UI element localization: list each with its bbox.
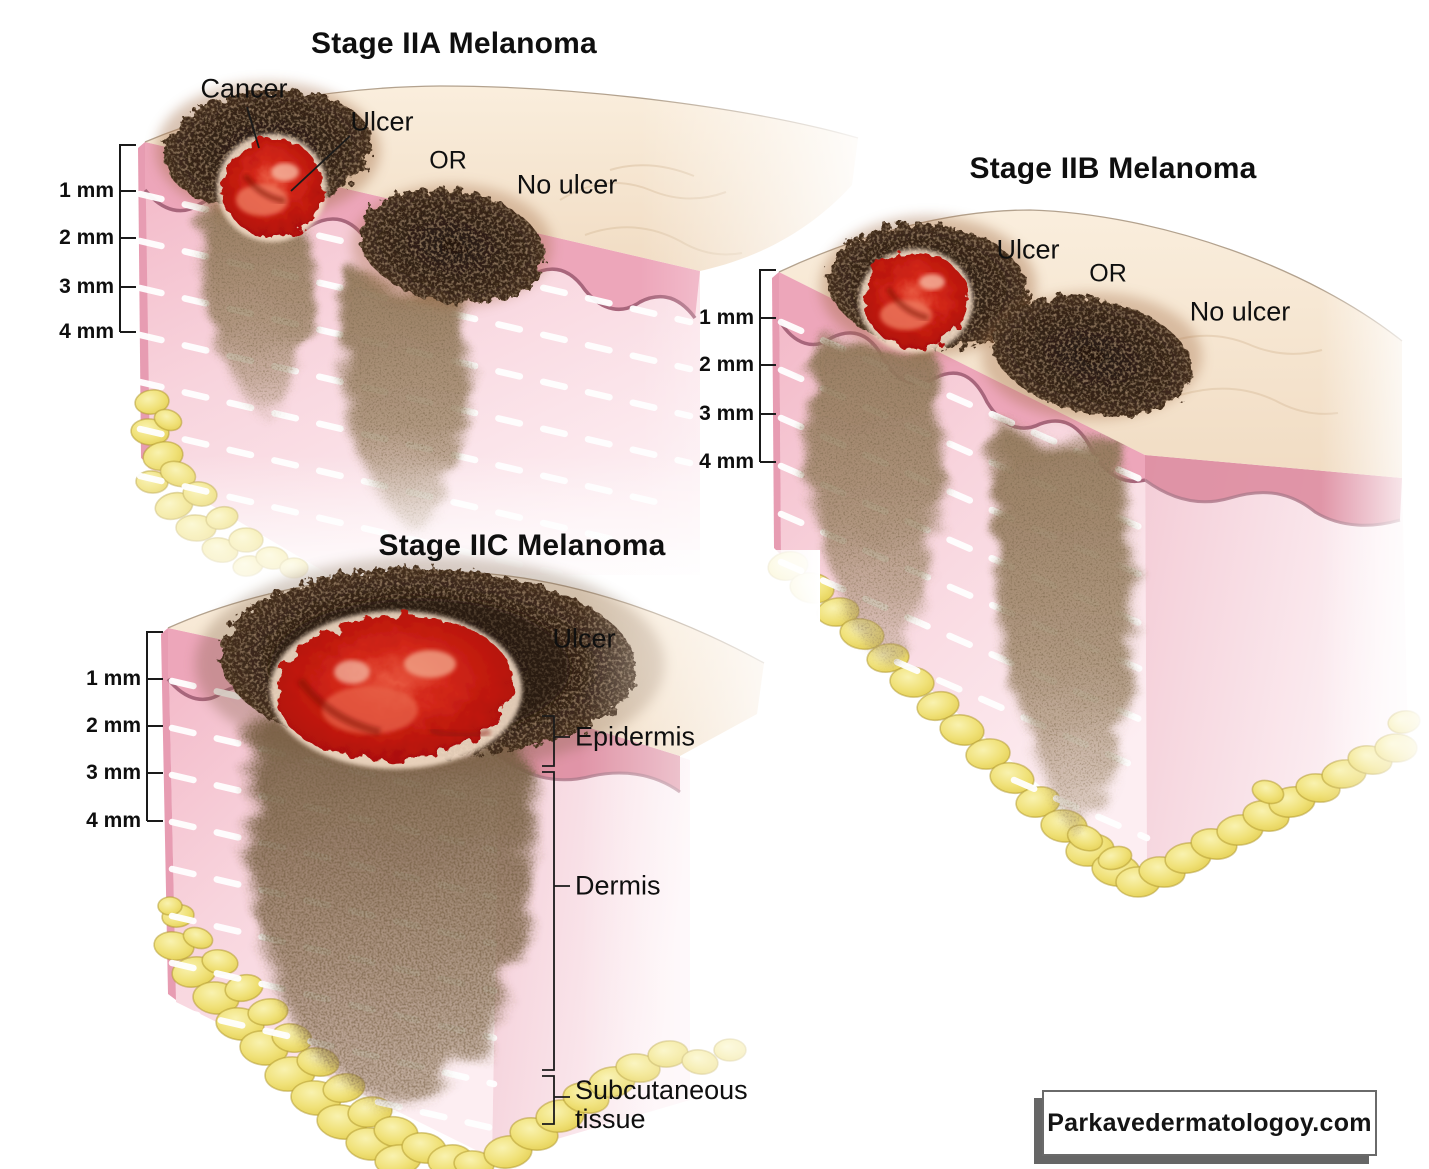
iib-lesion-right: [991, 296, 1193, 416]
iia-scale-tick-4mm: 4 mm: [59, 320, 114, 343]
iic-label-ulcer: Ulcer: [552, 623, 616, 654]
iic-ulcer-glint: [404, 650, 456, 678]
layer-label-dermis: Dermis: [575, 870, 661, 901]
iia-lesion-right: [358, 188, 546, 304]
panel-iib-artwork: [767, 170, 1429, 898]
iia-scale-tick-1mm: 1 mm: [59, 179, 114, 202]
iib-label-no-ulcer: No ulcer: [1189, 296, 1291, 327]
iic-scale-bracket: [146, 631, 163, 822]
iia-scale-tick-2mm: 2 mm: [59, 226, 114, 249]
iia-title: Stage IIA Melanoma: [311, 27, 597, 60]
iic-title: Stage IIC Melanoma: [378, 529, 666, 562]
iic-right-fade: [580, 550, 820, 1169]
iib-scale-bracket: [759, 269, 776, 463]
iia-ulcer-crevice: [242, 173, 286, 204]
dermis-bracket: [542, 771, 570, 1071]
annotation-lines: [119, 106, 776, 1125]
iib-scale-tick-1mm: 1 mm: [699, 306, 754, 329]
iia-scale-bracket: [119, 144, 136, 333]
iic-scale-tick-1mm: 1 mm: [86, 667, 141, 690]
iib-right-fade: [1320, 170, 1429, 890]
iia-ulcer-glint: [271, 163, 299, 181]
iib-ulcer: [864, 252, 968, 348]
layer-label-subcutaneous: Subcutaneous tissue: [575, 1075, 748, 1134]
subcutaneous-bracket: [542, 1075, 570, 1125]
iic-scale-tick-3mm: 3 mm: [86, 761, 141, 784]
iib-scale-tick-4mm: 4 mm: [699, 450, 754, 473]
watermark-box: Parkavedermatologoy.com: [1042, 1090, 1377, 1156]
iib-side-strip: [772, 272, 781, 555]
iib-ulcer-highlight: [880, 300, 932, 330]
iib-scale-tick-2mm: 2 mm: [699, 353, 754, 376]
iib-label-ulcer: Ulcer: [996, 234, 1060, 265]
iib-plume-right: [993, 420, 1132, 838]
iib-ulcer-glint: [919, 274, 945, 290]
iia-plume-left: [203, 196, 312, 414]
iib-plume-left: [809, 330, 942, 662]
iic-ulcer-glint-2: [334, 660, 370, 684]
ulcer-leader-line: [290, 135, 351, 192]
layer-label-epidermis: Epidermis: [575, 721, 696, 752]
iic-ulcer-crevice: [296, 677, 381, 736]
epidermis-bracket: [542, 715, 570, 767]
iib-scale-tick-3mm: 3 mm: [699, 402, 754, 425]
iia-label-no-ulcer: No ulcer: [516, 169, 618, 200]
iic-scale-tick-2mm: 2 mm: [86, 714, 141, 737]
iic-plume: [250, 706, 530, 1108]
iic-scale-tick-4mm: 4 mm: [86, 809, 141, 832]
panel-iia-artwork: [120, 40, 890, 600]
iib-ulcer-crevice: [885, 286, 929, 321]
iic-ulcer-crevice-2: [429, 727, 491, 739]
cancer-leader-line: [246, 106, 260, 149]
iib-label-or: OR: [1089, 259, 1127, 288]
iia-scale-tick-3mm: 3 mm: [59, 275, 114, 298]
iia-label-ulcer: Ulcer: [350, 106, 414, 137]
watermark-text: Parkavedermatologoy.com: [1047, 1108, 1372, 1137]
iib-title: Stage IIB Melanoma: [969, 152, 1257, 185]
panel-iic-artwork: [153, 550, 820, 1169]
iia-label-cancer: Cancer: [200, 73, 288, 104]
iia-label-or: OR: [429, 146, 467, 175]
iia-ulcer-highlight: [236, 184, 288, 216]
